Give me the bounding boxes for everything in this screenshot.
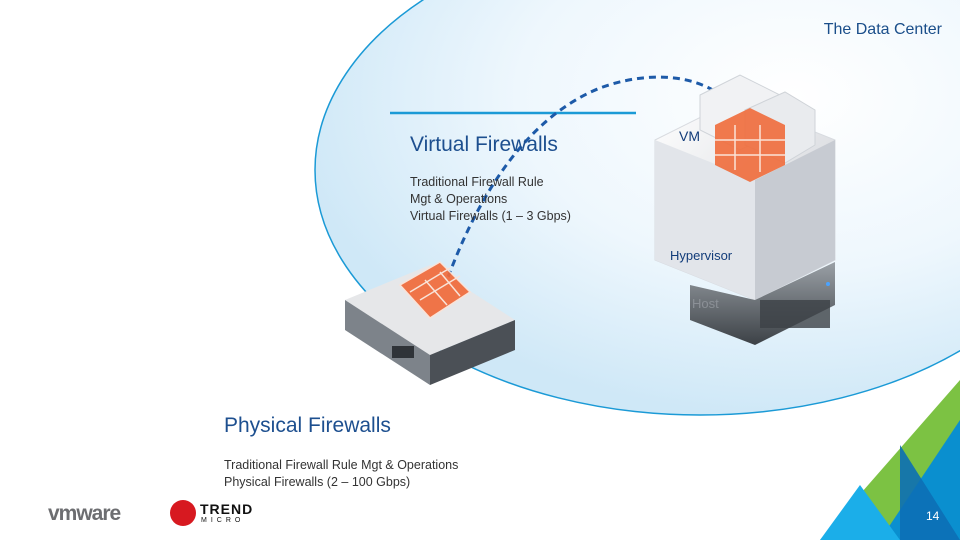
dashed-connector <box>438 75 742 301</box>
hypervisor-label: Hypervisor <box>670 248 733 263</box>
host-label: Host <box>692 296 719 311</box>
virtual-line-1: Traditional Firewall Rule <box>410 175 544 189</box>
vm-label: VM <box>679 128 700 144</box>
vm-stack <box>699 74 816 182</box>
corner-triangles <box>820 380 960 540</box>
virtual-line-2: Mgt & Operations <box>410 192 508 206</box>
physical-firewalls-desc: Traditional Firewall Rule Mgt & Operatio… <box>224 457 458 491</box>
virtual-firewalls-heading: Virtual Firewalls <box>410 133 558 156</box>
trend-logo-text: TREND <box>200 501 254 517</box>
trend-micro-logo: TREND MICRO <box>170 500 260 528</box>
vmware-logo: vmware <box>48 502 121 525</box>
virtual-firewalls-desc: Traditional Firewall Rule Mgt & Operatio… <box>410 174 571 225</box>
firewall-brick-icon <box>398 261 472 319</box>
page-title: The Data Center <box>823 21 942 38</box>
physical-firewall-appliance <box>345 261 515 385</box>
trend-micro-badge-icon <box>170 500 196 526</box>
micro-logo-text: MICRO <box>201 517 245 524</box>
physical-line-2: Physical Firewalls (2 – 100 Gbps) <box>224 475 411 489</box>
physical-firewalls-heading: Physical Firewalls <box>224 414 391 437</box>
page-number: 14 <box>926 509 940 523</box>
physical-line-1: Traditional Firewall Rule Mgt & Operatio… <box>224 458 459 472</box>
virtual-line-3: Virtual Firewalls (1 – 3 Gbps) <box>410 209 571 223</box>
